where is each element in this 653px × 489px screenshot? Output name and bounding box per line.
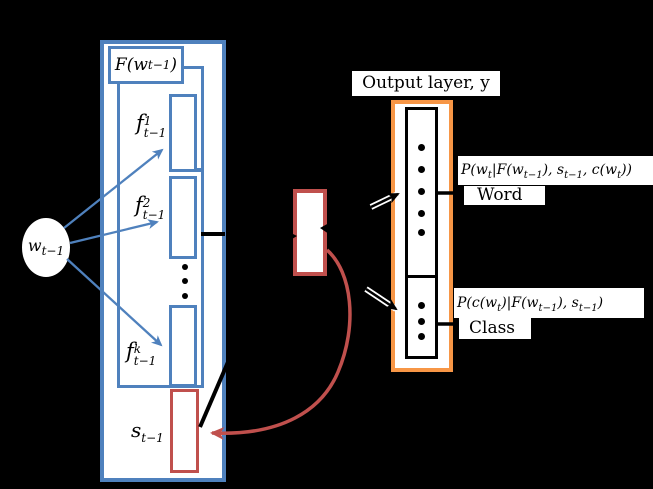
connector-tab [195, 168, 204, 172]
input-word-node: wt−1 [22, 218, 70, 277]
word-class-divider [405, 275, 438, 278]
word-probability-formula: P(wt|F(wt−1), st−1, c(wt)) [458, 156, 653, 185]
hidden-layer-rect [293, 189, 327, 276]
class-section-label: Class [459, 318, 531, 339]
state-label-s: st−1 [131, 418, 164, 445]
feature-vector-f2 [169, 176, 197, 259]
input-word-label: wt−1 [27, 236, 65, 259]
recurrent-feedback-arrow [210, 248, 352, 441]
class-probability-formula: P(c(wt)|F(wt−1), st−1) [454, 288, 644, 318]
word-section-label: Word [464, 186, 545, 205]
output-layer-title: Output layer, y [352, 71, 500, 96]
feature-vector-f1 [169, 94, 197, 172]
state-vector-s [170, 389, 199, 473]
feature-vector-fk [169, 305, 197, 387]
